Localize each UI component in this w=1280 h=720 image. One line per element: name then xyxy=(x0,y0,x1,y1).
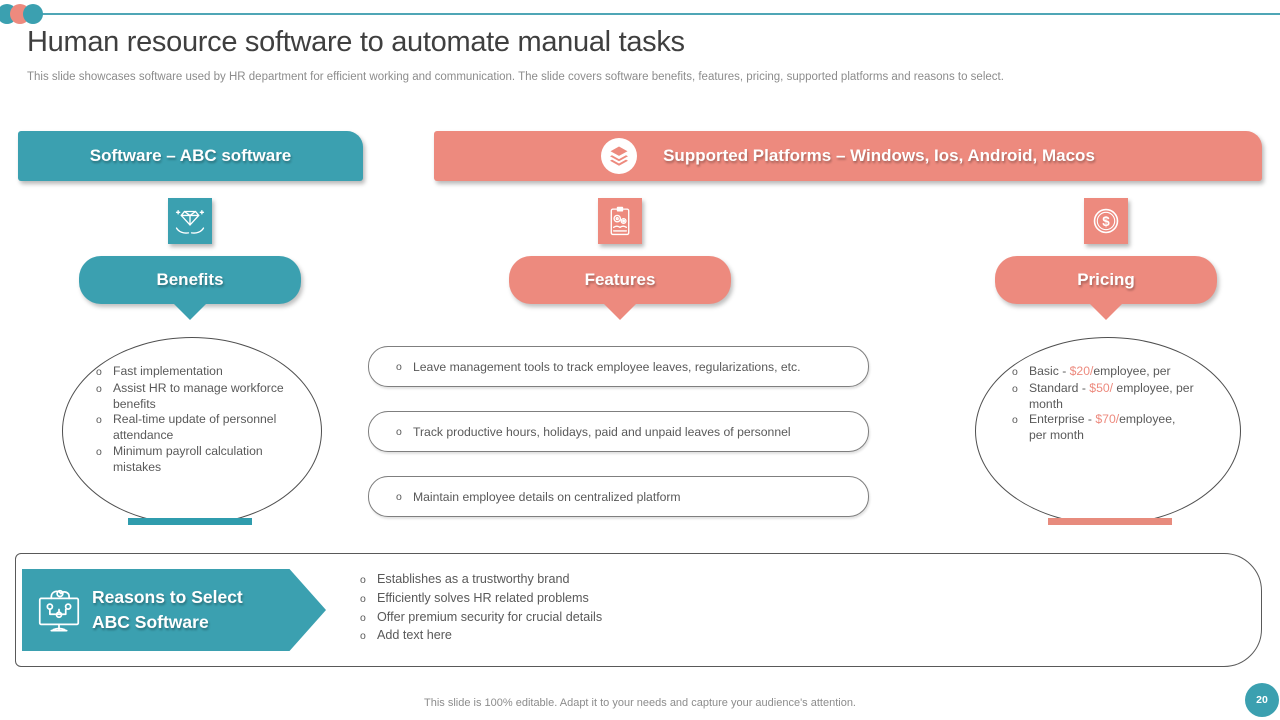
benefits-header-label: Benefits xyxy=(156,270,224,289)
benefits-panel xyxy=(62,337,322,525)
hands-diamond-icon xyxy=(168,198,212,244)
reasons-arrow-banner: Reasons to Select ABC Software xyxy=(22,569,326,651)
dollar-coin-icon: $ xyxy=(1084,198,1128,244)
price-value: $70/ xyxy=(1095,412,1120,427)
features-header: Features xyxy=(509,256,731,304)
page-title: Human resource software to automate manu… xyxy=(27,26,685,58)
benefits-underline-bar xyxy=(128,518,252,525)
decor-dot-teal-right xyxy=(23,4,43,24)
pricing-header-label: Pricing xyxy=(1077,270,1135,289)
software-banner-label: Software – ABC software xyxy=(89,146,292,165)
pricing-header: Pricing xyxy=(995,256,1217,304)
monitor-cloud-icon xyxy=(34,584,84,636)
list-item: o Basic - $20/employee, per xyxy=(1012,364,1171,378)
price-value: $50/ xyxy=(1089,380,1114,395)
svg-text:$: $ xyxy=(1102,214,1110,229)
list-item: o Enterprise - $70/employee, per month xyxy=(1012,412,1176,443)
page-number-badge: 20 xyxy=(1245,683,1279,717)
pricing-underline-bar xyxy=(1048,518,1172,525)
price-value: $20/ xyxy=(1069,364,1094,378)
benefits-pointer xyxy=(173,303,207,320)
platforms-banner-label: Supported Platforms – Windows, Ios, Andr… xyxy=(663,146,1095,165)
features-pointer xyxy=(603,303,637,320)
platforms-banner: Supported Platforms – Windows, Ios, Andr… xyxy=(434,131,1262,181)
features-header-label: Features xyxy=(584,270,656,289)
pricing-panel xyxy=(975,337,1241,525)
page-subtitle: This slide showcases software used by HR… xyxy=(27,71,1004,83)
pricing-pointer xyxy=(1089,303,1123,320)
layers-icon xyxy=(601,138,638,174)
benefits-header: Benefits xyxy=(79,256,301,304)
pricing-list: o Basic - $20/employee, per o Standard -… xyxy=(1012,364,1194,444)
clipboard-gear-icon xyxy=(598,198,642,244)
footer-note: This slide is 100% editable. Adapt it to… xyxy=(424,697,856,709)
software-banner: Software – ABC software xyxy=(18,131,363,181)
top-divider-line xyxy=(0,13,1280,15)
list-item: o Standard - $50/ employee, per month xyxy=(1012,380,1194,411)
reasons-heading: Reasons to Select ABC Software xyxy=(92,587,243,632)
